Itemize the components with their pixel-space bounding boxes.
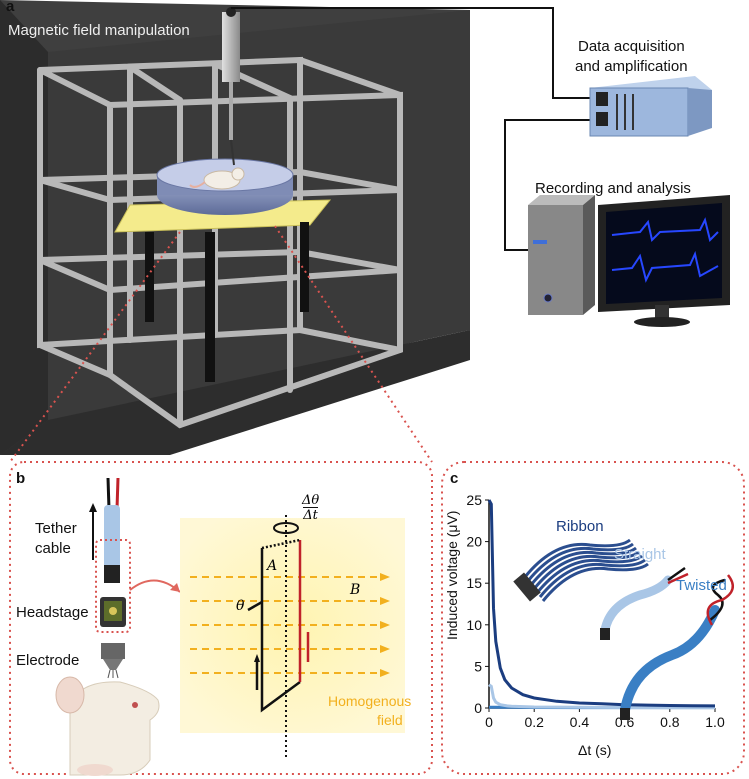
headstage-highlight [95,539,131,633]
ribbon-connector [513,572,541,602]
computer-icon [528,195,730,327]
arrow-right-icon [170,583,180,592]
electrode-label: Electrode [16,652,80,669]
series-line-ribbon [487,499,716,708]
daq-label-line2: and amplification [575,58,688,75]
x-tick-label: 0 [485,714,493,730]
recording-label: Recording and analysis [535,180,691,197]
wire-loop [247,538,310,713]
field-label-line2: field [377,712,403,728]
x-tick-label: 0.8 [660,714,680,730]
panel-b-frame [9,461,433,775]
x-tick-label: 0.4 [570,714,590,730]
y-tick-label: 15 [466,575,482,591]
commutator [222,7,240,166]
headstage-label: Headstage [16,604,89,621]
y-tick-label: 25 [466,492,482,508]
y-axis-label: Induced voltage (μV) [444,510,460,640]
field-label-line1: Homogenous [328,693,412,709]
ribbon-cable-icon [523,538,649,602]
y-tick-label: 20 [466,534,482,550]
tether-label-line2: cable [35,540,71,557]
twisted-cable-icon [620,574,735,720]
y-tick-label: 10 [466,617,482,633]
straight-cable-icon [600,566,689,640]
field-lines [190,576,380,674]
x-tick-label: 0.2 [524,714,544,730]
electrode-icon [101,643,125,679]
rotation-arrow-icon [273,522,299,534]
headstage-icon [100,597,126,627]
field-arrowheads [380,573,390,677]
area-symbol: A [267,558,278,574]
magnetic-field-label: Magnetic field manipulation [8,22,190,39]
rat-head-icon [55,676,160,776]
panel-a-label: a [6,0,15,15]
tether-cable [104,477,120,583]
panel-c-label: c [450,470,459,487]
daq-label-line1: Data acquisition [578,38,685,55]
rat-icon [189,167,245,190]
pc-cable [504,119,600,251]
panel-b-label: b [16,470,26,487]
ribbon-label: Ribbon [556,518,604,535]
y-tick-label: 0 [474,700,482,716]
x-axis-label: Δt (s) [578,742,612,758]
tether-label-line1: Tether [35,520,77,537]
arrow-up-icon [89,503,97,512]
current-arrow-icon [254,654,260,662]
daq-cable [231,7,600,99]
theta-symbol: θ [236,598,245,614]
straight-label: Straight [614,546,666,563]
y-tick-label: 5 [474,658,482,674]
series-line-straight [488,683,715,710]
field-b-symbol: B [350,582,361,598]
daq-amplifier-icon [589,76,712,137]
x-tick-label: 1.0 [705,714,725,730]
twisted-label: Twisted [676,577,727,594]
panel-c-frame [441,461,745,775]
